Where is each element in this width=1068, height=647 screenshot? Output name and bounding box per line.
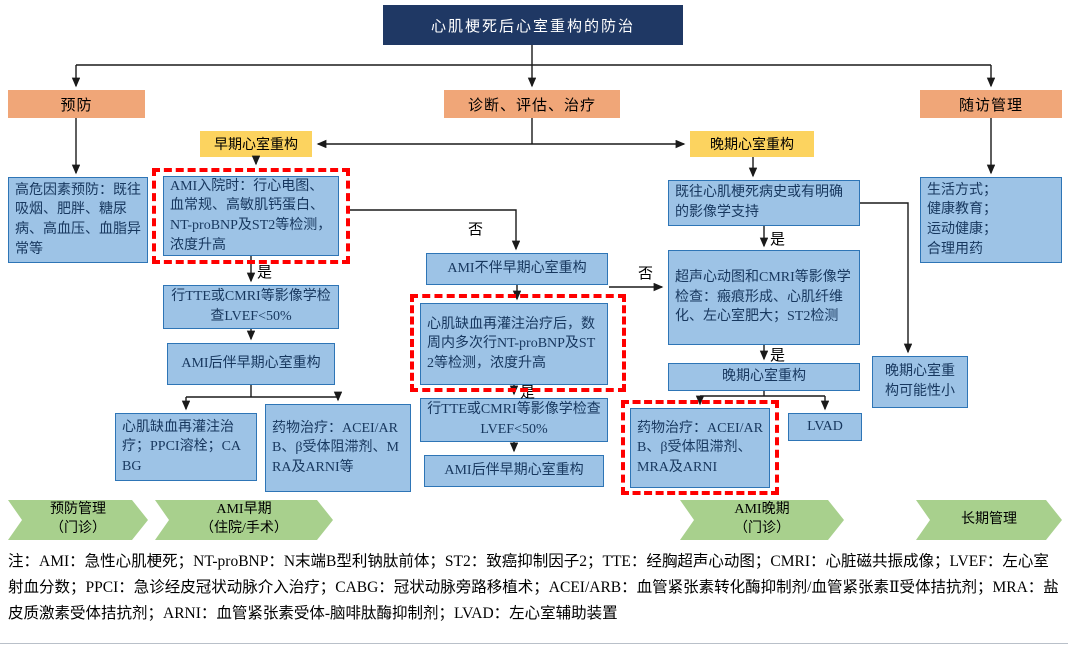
box-ami-with-early-remodeling: AMI后伴早期心室重构 [167,343,335,385]
box-late-imaging: 超声心动图和CMRI等影像学检查：瘢痕形成、心肌纤维化、左心室肥大；ST2检测 [668,250,860,345]
abbreviation-note: 注：AMI：急性心肌梗死；NT-proBNP：N末端B型利钠肽前体；ST2：致癌… [8,553,1059,623]
flow-title: 心肌梗死后心室重构的防治 [383,5,683,45]
box-ami-admission-testing: AMI入院时：行心电图、血常规、高敏肌钙蛋白、NT-proBNP及ST2等检测，… [163,176,339,256]
box-lvad: LVAD [788,413,862,441]
box-ami-with-early-remodeling-2: AMI后伴早期心室重构 [424,455,604,487]
phase-label: 长期管理 [961,511,1017,527]
box-prior-mi-history: 既往心肌梗死病史或有明确的影像学支持 [668,180,860,226]
box-ami-without-early-remodeling: AMI不伴早期心室重构 [426,253,608,285]
branch-prevention: 预防 [8,90,145,118]
phase-arrow-ami-late: AMI晚期 （门诊） [680,500,844,540]
stage-late-remodeling: 晚期心室重构 [690,131,814,157]
phase-arrow-longterm: 长期管理 [916,500,1062,540]
box-lifestyle-management: 生活方式； 健康教育； 运动健康； 合理用药 [920,177,1062,263]
box-late-remodeling-unlikely: 晚期心室重构可能性小 [872,356,968,408]
box-late-remodeling: 晚期心室重构 [668,363,860,391]
phase-sublabel: （门诊） [50,521,106,536]
phase-sublabel: （住院/手术） [200,521,288,536]
decision-no-label: 否 [468,222,484,238]
stage-early-remodeling: 早期心室重构 [200,131,312,157]
decision-no-label: 否 [638,266,654,282]
phase-label: 预防管理 [50,502,106,518]
phase-arrow-ami-early: AMI早期 （住院/手术） [155,500,333,540]
decision-yes-label: 是 [520,385,536,401]
phase-sublabel: （门诊） [734,521,790,536]
decision-yes-label: 是 [770,232,786,248]
box-drug-therapy-early: 药物治疗：ACEI/ARB、β受体阻滞剂、MRA及ARNI等 [265,404,411,492]
phase-label: AMI早期 [216,502,272,518]
box-tte-cmri-early: 行TTE或CMRI等影像学检查LVEF<50% [163,285,339,329]
box-risk-prevention: 高危因素预防：既往吸烟、肥胖、糖尿病、高血压、血脂异常等 [8,177,148,263]
decision-yes-label: 是 [770,348,786,364]
decision-yes-label: 是 [257,265,273,281]
phase-arrow-prevention: 预防管理 （门诊） [8,500,148,540]
box-reperfusion-therapy: 心肌缺血再灌注治疗；PPCI溶栓；CABG [115,413,257,481]
box-post-reperfusion-testing: 心肌缺血再灌注治疗后，数周内多次行NT-proBNP及ST2等检测，浓度升高 [420,303,608,385]
branch-followup: 随访管理 [920,90,1062,118]
phase-label: AMI晚期 [734,502,790,518]
bottom-divider [0,643,1068,644]
box-drug-therapy-late: 药物治疗：ACEI/ARB、β受体阻滞剂、MRA及ARNI [630,408,770,488]
branch-diagnosis: 诊断、评估、治疗 [444,90,620,118]
box-tte-cmri-mid: 行TTE或CMRI等影像学检查LVEF<50% [420,398,608,442]
